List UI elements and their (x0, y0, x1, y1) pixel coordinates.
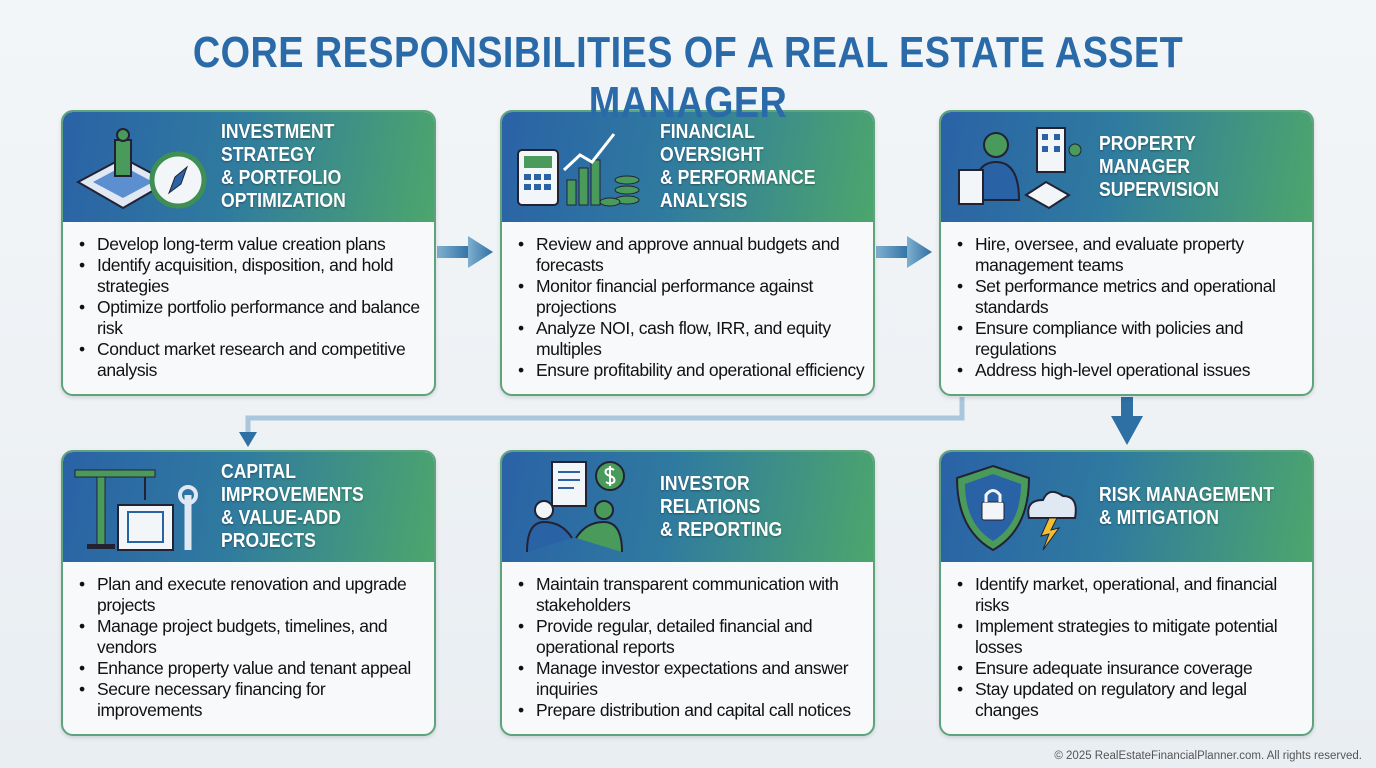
bullet-item: Manage project budgets, timelines, and v… (77, 616, 426, 658)
bullet-item: Prepare distribution and capital call no… (516, 700, 865, 721)
bullet-item: Provide regular, detailed financial and … (516, 616, 865, 658)
card-title: CAPITAL IMPROVEMENTS& VALUE-ADD PROJECTS (221, 452, 426, 562)
bullet-list: Develop long-term value creation plansId… (63, 222, 434, 381)
card-risk-management: RISK MANAGEMENT& MITIGATION Identify mar… (939, 450, 1314, 736)
icon-part (566, 159, 601, 206)
bullet-item: Ensure profitability and operational eff… (516, 360, 865, 381)
bullet-list: Review and approve annual budgets and fo… (502, 222, 873, 381)
bullet-item: Identify acquisition, disposition, and h… (77, 255, 426, 297)
chess-compass-icon (75, 128, 207, 210)
card-title: RISK MANAGEMENT& MITIGATION (1099, 452, 1304, 562)
arrow-down-risk (1111, 397, 1143, 445)
bullet-item: Hire, oversee, and evaluate property man… (955, 234, 1304, 276)
card-capital-improvements: CAPITAL IMPROVEMENTS& VALUE-ADD PROJECTS… (61, 450, 436, 736)
connectors (239, 236, 1143, 447)
bullet-list: Hire, oversee, and evaluate property man… (941, 222, 1312, 381)
bullet-item: Analyze NOI, cash flow, IRR, and equity … (516, 318, 865, 360)
bullet-list: Identify market, operational, and financ… (941, 562, 1312, 721)
card-title: INVESTOR RELATIONS& REPORTING (660, 452, 865, 562)
bullet-item: Monitor financial performance against pr… (516, 276, 865, 318)
arrow-right-2 (876, 236, 932, 268)
card-title-line: INVESTMENT STRATEGY (221, 121, 335, 166)
card-title-line: & MITIGATION (1099, 507, 1219, 529)
bullet-item: Identify market, operational, and financ… (955, 574, 1304, 616)
icon-part (524, 174, 551, 190)
card-title-line: ANALYSIS (660, 190, 748, 212)
card-title-line: OPTIMIZATION (221, 190, 346, 212)
copyright-footer: © 2025 RealEstateFinancialPlanner.com. A… (1054, 750, 1362, 762)
card-header: CAPITAL IMPROVEMENTS& VALUE-ADD PROJECTS (63, 452, 434, 562)
bullet-item: Manage investor expectations and answer … (516, 658, 865, 700)
bullet-item: Enhance property value and tenant appeal (77, 658, 426, 679)
bullet-item: Maintain transparent communication with … (516, 574, 865, 616)
card-title-line: & PORTFOLIO (221, 167, 342, 189)
connector-group (239, 236, 1143, 447)
card-title-line: RISK MANAGEMENT (1099, 484, 1275, 506)
handshake-report-icon (526, 461, 625, 553)
icon-part (599, 175, 640, 207)
bullet-item: Ensure adequate insurance coverage (955, 658, 1304, 679)
bullet-item: Develop long-term value creation plans (77, 234, 426, 255)
card-title-line: INVESTOR RELATIONS (660, 472, 761, 518)
bullet-item: Secure necessary financing for improveme… (77, 679, 426, 721)
bullet-item: Stay updated on regulatory and legal cha… (955, 679, 1304, 721)
card-investor-relations: INVESTOR RELATIONS& REPORTING Maintain t… (500, 450, 875, 736)
card-title-line: FINANCIAL OVERSIGHT (660, 121, 764, 166)
icon-part (558, 471, 580, 489)
card-title-line: & PERFORMANCE (660, 167, 816, 189)
bullet-item: Optimize portfolio performance and balan… (77, 297, 426, 339)
bullet-item: Set performance metrics and operational … (955, 276, 1304, 318)
shield-storm-icon (955, 464, 1077, 552)
connector-row-wrap (239, 397, 965, 447)
bullet-list: Maintain transparent communication with … (502, 562, 873, 721)
icon-part (1042, 134, 1060, 152)
card-title-line: PROPERTY MANAGER (1099, 132, 1196, 178)
page-title: CORE RESPONSIBILITIES OF A REAL ESTATE A… (192, 28, 1184, 127)
card-header: RISK MANAGEMENT& MITIGATION (941, 452, 1312, 562)
bullet-item: Address high-level operational issues (955, 360, 1304, 381)
bullet-item: Plan and execute renovation and upgrade … (77, 574, 426, 616)
bullet-list: Plan and execute renovation and upgrade … (63, 562, 434, 721)
card-title-line: & REPORTING (660, 518, 783, 541)
card-title-line: & VALUE-ADD PROJECTS (221, 507, 341, 552)
calculator-chart-icon (517, 133, 640, 207)
bullet-item: Implement strategies to mitigate potenti… (955, 616, 1304, 658)
card-title-line: SUPERVISION (1099, 178, 1219, 201)
card-title-line: CAPITAL IMPROVEMENTS (221, 461, 364, 506)
crane-blueprint-icon (74, 469, 198, 551)
bullet-item: Review and approve annual budgets and fo… (516, 234, 865, 276)
bullet-item: Conduct market research and competitive … (77, 339, 426, 381)
card-header: INVESTOR RELATIONS& REPORTING (502, 452, 873, 562)
arrow-right-1 (437, 236, 493, 268)
bullet-item: Ensure compliance with policies and regu… (955, 318, 1304, 360)
manager-building-icon (958, 127, 1082, 210)
